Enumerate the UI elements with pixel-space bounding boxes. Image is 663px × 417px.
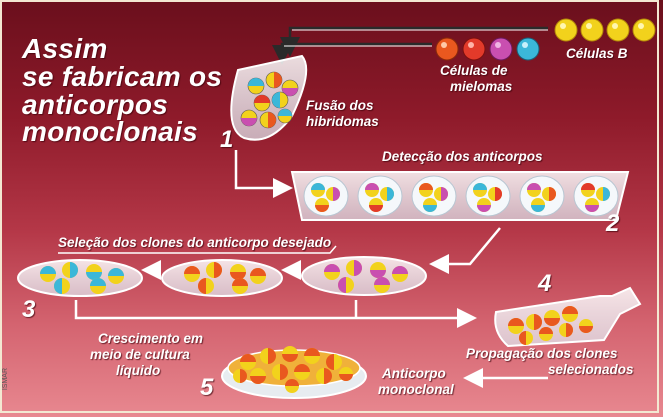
label-selection: Seleção dos clones do anticorpo desejado xyxy=(58,235,332,250)
label-growth-2: meio de cultura xyxy=(90,347,190,362)
step-number-5: 5 xyxy=(200,374,214,401)
step-number-1: 1 xyxy=(220,126,234,153)
label-myeloma-2: mielomas xyxy=(450,79,513,94)
fusion-tube xyxy=(230,54,308,141)
label-antibody-2: monoclonal xyxy=(378,382,454,397)
label-propagation-1: Propagação dos clones xyxy=(466,346,618,361)
step-number-2: 2 xyxy=(606,210,620,237)
culture-dish xyxy=(221,346,367,399)
title-line-3: anticorpos xyxy=(22,89,169,120)
step-number-4: 4 xyxy=(538,270,552,297)
arrow-to-propagation xyxy=(74,300,477,328)
detection-wells xyxy=(290,171,630,221)
label-propagation-2: selecionados xyxy=(548,362,634,377)
label-myeloma-1: Células de xyxy=(440,63,508,78)
step-number-3: 3 xyxy=(22,296,36,323)
label-fusion-2: hibridomas xyxy=(306,114,379,129)
arrow-to-selection xyxy=(429,227,501,274)
input-arrows xyxy=(272,26,548,65)
image-credit: ISMAR xyxy=(2,368,9,391)
b-cells xyxy=(554,18,656,42)
selection-dishes xyxy=(17,256,427,297)
arrow-to-detection xyxy=(234,150,293,198)
label-fusion-1: Fusão dos xyxy=(306,98,374,113)
label-growth-1: Crescimento em xyxy=(98,331,204,346)
label-b-cells: Células B xyxy=(566,46,628,61)
label-growth-3: líquido xyxy=(116,363,161,378)
label-antibody-1: Anticorpo xyxy=(382,366,446,381)
title-line-2: se fabricam os xyxy=(22,61,223,92)
propagation-flask xyxy=(494,286,642,348)
selection-bracket xyxy=(58,245,337,254)
title-line-4: monoclonais xyxy=(22,116,198,147)
label-detection: Detecção dos anticorpos xyxy=(382,149,543,164)
title-line-1: Assim xyxy=(22,33,108,64)
myeloma-cells xyxy=(435,37,540,61)
